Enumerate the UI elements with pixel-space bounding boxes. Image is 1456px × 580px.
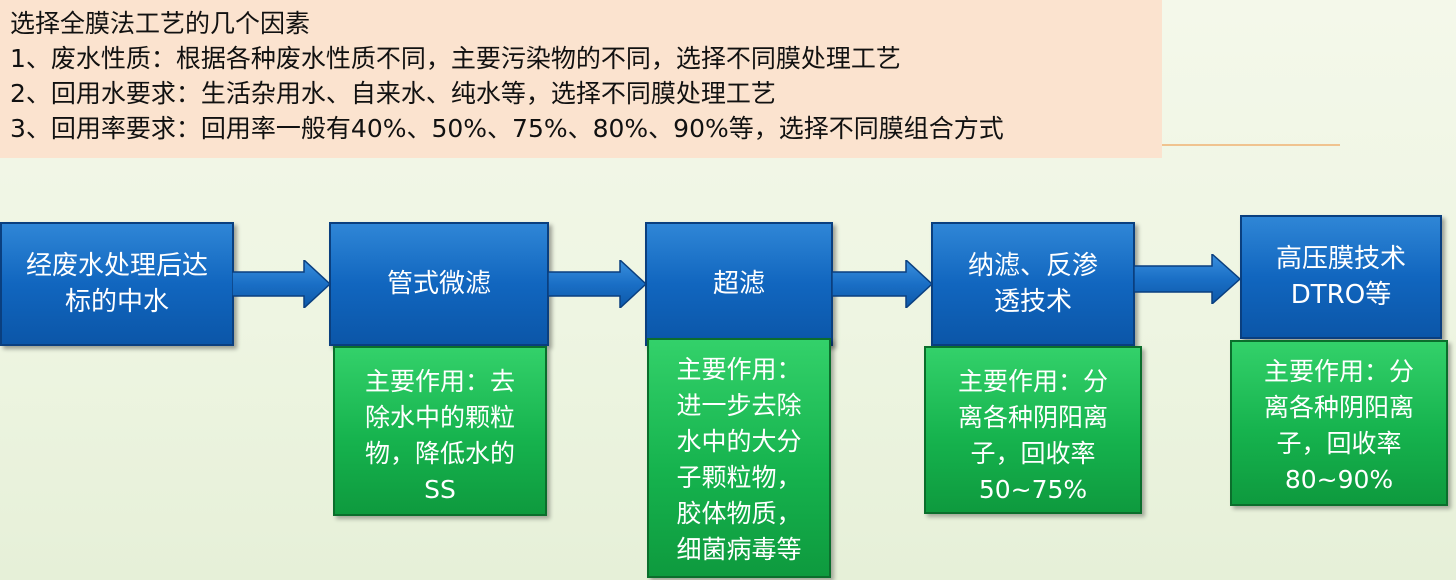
note-item-1: 1、废水性质：根据各种废水性质不同，主要污染物的不同，选择不同膜处理工艺 [10, 44, 901, 73]
effect-line: 子，回收率 [1276, 429, 1402, 458]
effect-line: 进一步去除 [676, 391, 802, 420]
dtro-effect-box: 主要作用：分 离各种阴阳离 子，回收率 80~90% [1230, 340, 1448, 506]
effect-line: 子颗粒物， [676, 463, 802, 492]
source-line-1: 经废水处理后达 [25, 251, 208, 281]
effect-line: 主要作用： [676, 355, 802, 384]
arrow-right-icon [832, 260, 934, 308]
effect-line: 离各种阴阳离 [1263, 393, 1414, 422]
arrow-right-icon [232, 260, 332, 308]
nanofiltration-label-1: 纳滤、反渗 [967, 251, 1098, 281]
arrow-right-icon [1134, 254, 1242, 304]
dtro-label-1: 高压膜技术 [1275, 244, 1406, 274]
effect-line: 除水中的颗粒 [364, 403, 515, 432]
effect-line: 细菌病毒等 [676, 535, 802, 564]
note-title: 选择全膜法工艺的几个因素 [10, 9, 311, 38]
arrow-right-icon [548, 260, 648, 308]
selection-factors-note: 选择全膜法工艺的几个因素 1、废水性质：根据各种废水性质不同，主要污染物的不同，… [0, 0, 1162, 158]
effect-line: 子，回收率 [970, 439, 1096, 468]
nanofiltration-label-2: 透技术 [993, 287, 1072, 317]
source-water-box: 经废水处理后达 标的中水 [0, 222, 234, 346]
nanofiltration-ro-box: 纳滤、反渗 透技术 [931, 222, 1135, 346]
ultrafiltration-box: 超滤 [645, 222, 833, 346]
effect-line: 80~90% [1284, 465, 1394, 494]
effect-line: 水中的大分 [676, 427, 802, 456]
effect-line: 主要作用：去 [364, 367, 515, 396]
ultrafiltration-label: 超滤 [712, 269, 765, 299]
effect-line: 主要作用：分 [1263, 357, 1414, 386]
divider-line [1162, 144, 1340, 146]
note-item-2: 2、回用水要求：生活杂用水、自来水、纯水等，选择不同膜处理工艺 [10, 79, 776, 108]
effect-line: SS [424, 475, 456, 504]
effect-line: 主要作用：分 [957, 367, 1108, 396]
effect-line: 物，降低水的 [364, 439, 515, 468]
source-line-2: 标的中水 [64, 287, 169, 317]
microfiltration-box: 管式微滤 [329, 222, 549, 346]
effect-line: 50~75% [978, 475, 1088, 504]
note-item-3: 3、回用率要求：回用率一般有40%、50%、75%、80%、90%等，选择不同膜… [10, 114, 1004, 143]
nanofiltration-effect-box: 主要作用：分 离各种阴阳离 子，回收率 50~75% [924, 346, 1142, 514]
microfiltration-effect-box: 主要作用：去 除水中的颗粒 物，降低水的 SS [333, 346, 547, 516]
dtro-box: 高压膜技术 DTRO等 [1240, 215, 1442, 339]
dtro-label-2: DTRO等 [1290, 280, 1392, 310]
effect-line: 胶体物质， [676, 499, 802, 528]
microfiltration-label: 管式微滤 [386, 269, 491, 299]
ultrafiltration-effect-box: 主要作用： 进一步去除 水中的大分 子颗粒物， 胶体物质， 细菌病毒等 [647, 338, 831, 578]
effect-line: 离各种阴阳离 [957, 403, 1108, 432]
